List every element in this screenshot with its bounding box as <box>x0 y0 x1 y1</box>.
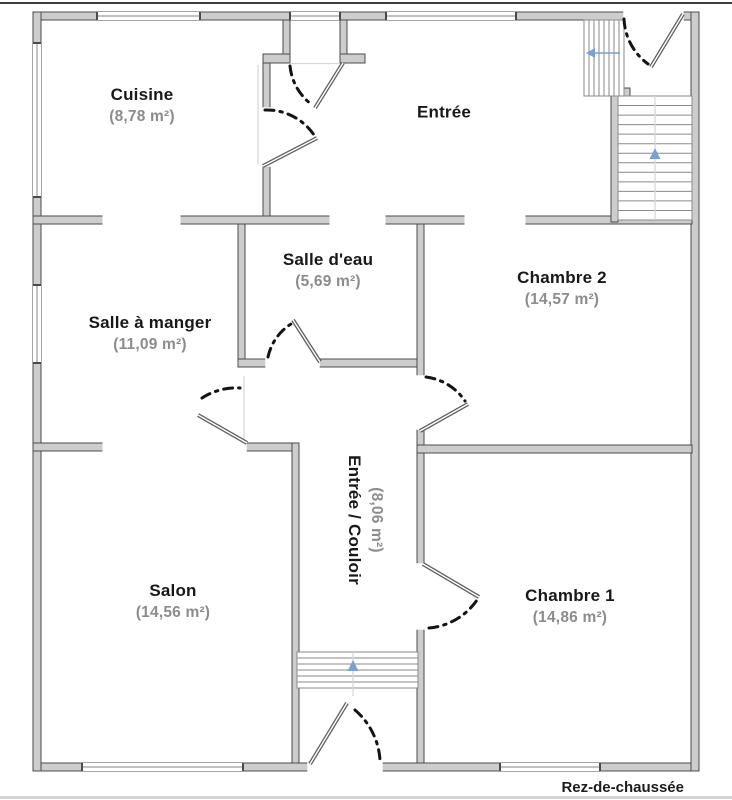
room-label-salon: Salon (14,56 m²) <box>136 580 210 624</box>
wall-opening <box>102 442 189 452</box>
door-leaf-inner <box>314 62 344 109</box>
door-swing-arc <box>353 708 382 762</box>
door-leaf-inner <box>419 403 469 432</box>
wall <box>32 442 104 452</box>
door-leaf-inner <box>292 319 321 363</box>
room-area: (8,06 m²) <box>367 487 385 553</box>
wall <box>282 19 291 58</box>
door-leaf-inner <box>650 13 684 68</box>
stair-direction-arrow-icon <box>649 148 661 159</box>
room-name: Chambre 2 <box>517 268 607 288</box>
wall <box>32 11 42 772</box>
stair-direction-arrow-icon <box>347 660 359 671</box>
door-swing-arc <box>622 17 650 66</box>
door-swing-arc <box>424 375 467 403</box>
wall <box>262 53 291 64</box>
room-area: (14,57 m²) <box>524 291 600 308</box>
room-label-salle-deau: Salle d'eau (5,69 m²) <box>283 249 373 293</box>
top-border-line <box>0 2 732 4</box>
wall <box>339 53 366 64</box>
door-opening <box>187 442 247 452</box>
wall <box>245 442 299 452</box>
door-opening <box>265 358 320 368</box>
wall <box>416 628 425 764</box>
wall <box>339 19 348 58</box>
door-swing-arc <box>266 322 293 359</box>
door-leaf-inner <box>422 563 480 598</box>
door-swing-arc <box>263 108 316 137</box>
wall <box>416 223 425 377</box>
room-name: Entrée <box>416 102 472 122</box>
room-area: (14,86 m²) <box>532 609 608 626</box>
room-label-entree: Entrée <box>417 102 471 125</box>
door-opening <box>262 107 271 167</box>
room-name: Salle d'eau <box>282 250 374 270</box>
room-label-chambre-1: Chambre 1 (14,86 m²) <box>525 585 615 629</box>
wall <box>610 95 619 223</box>
door-opening <box>416 375 425 430</box>
door-leaf-inner <box>309 702 348 765</box>
wall <box>262 165 271 217</box>
door-opening <box>307 762 383 772</box>
room-area: (11,09 m²) <box>113 336 187 353</box>
wall <box>291 442 300 764</box>
door-leaf-inner <box>197 414 248 444</box>
wall <box>318 358 420 368</box>
wall-opening <box>102 215 181 225</box>
door-opening <box>416 563 425 630</box>
room-label-cuisine: Cuisine (8,78 m²) <box>109 84 175 128</box>
wall <box>690 11 700 772</box>
room-area: (14,56 m²) <box>135 604 211 621</box>
room-label-chambre-2: Chambre 2 (14,57 m²) <box>517 267 607 311</box>
wall <box>237 358 267 368</box>
room-area: (8,78 m²) <box>109 108 175 125</box>
wall <box>237 223 246 365</box>
room-name: Salle à manger <box>88 313 212 333</box>
wall <box>416 444 693 454</box>
wall-opening <box>464 215 526 225</box>
room-name: Chambre 1 <box>525 586 615 606</box>
door-leaf-inner <box>262 137 318 167</box>
room-label-salle-a-manger: Salle à manger (11,09 m²) <box>89 312 212 356</box>
stair-direction-arrow-icon <box>586 48 595 58</box>
door-swing-arc <box>288 64 313 106</box>
room-name: Entrée / Couloir <box>345 455 364 585</box>
wall-opening <box>329 215 386 225</box>
door-swing-arc <box>427 598 479 630</box>
room-area: (5,69 m²) <box>295 273 361 290</box>
wall <box>262 62 271 109</box>
room-name: Cuisine <box>110 85 174 105</box>
door-opening <box>623 11 684 21</box>
bottom-border-line <box>0 796 732 799</box>
room-name: Salon <box>149 581 197 601</box>
room-label-entree-couloir: (8,06 m²)Entrée / Couloir <box>342 455 386 585</box>
door-swing-arc <box>200 386 242 400</box>
floor-level-label: Rez-de-chaussée <box>561 779 684 796</box>
